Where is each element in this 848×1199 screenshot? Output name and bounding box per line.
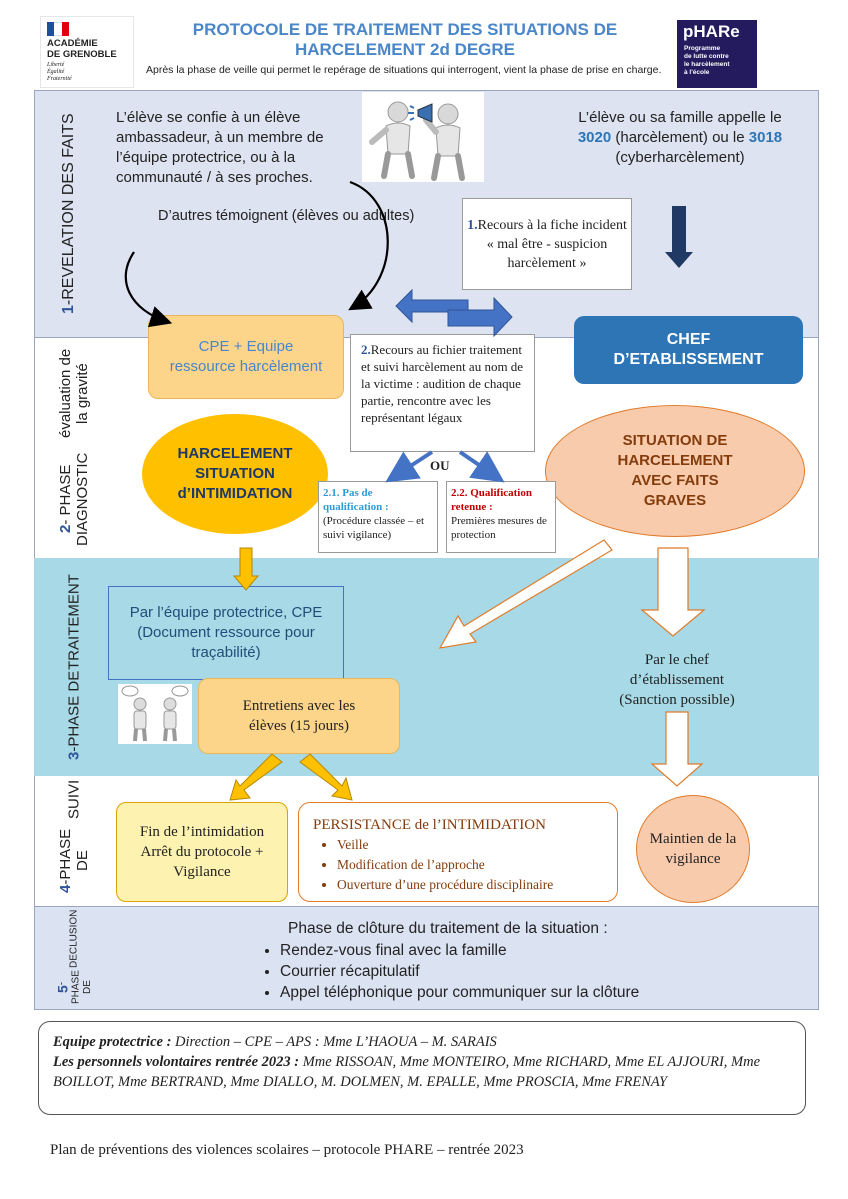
phase-2-sub: évaluation de la gravité <box>56 348 91 438</box>
fiche-text: Recours à la fiche incident « mal être -… <box>477 217 627 271</box>
phase-label-4: 4-PHASE DE SUIVI <box>48 780 100 902</box>
fiche-number: 1. <box>467 217 478 233</box>
cloture-item: Rendez-vous final avec la famille <box>280 940 796 961</box>
volontaires-label: Les personnels volontaires rentrée 2023 … <box>53 1054 300 1070</box>
persistance-item: Modification de l’approche <box>337 855 603 875</box>
phase-4-text: -PHASE DE <box>56 828 91 885</box>
harcelement-intimidation-oval: HARCELEMENT SITUATION d’INTIMIDATION <box>142 414 328 534</box>
phare-tag-4: à l'école <box>684 69 710 76</box>
persistance-box: PERSISTANCE de l’INTIMIDATION Veille Mod… <box>298 802 618 902</box>
cloture-item: Appel téléphonique pour communiquer sur … <box>280 982 796 1003</box>
number-3018: 3018 <box>748 129 783 146</box>
phase-5-text2: DECLUSION <box>68 910 80 969</box>
cpe-equipe-box: CPE + Equipe ressource harcèlement <box>148 315 344 399</box>
logo-academie: ACADÉMIE <box>47 38 98 49</box>
phase-5-number: 5 <box>54 984 71 993</box>
persistance-title: PERSISTANCE de l’INTIMIDATION <box>313 817 546 833</box>
logo-motto-1: Liberté <box>47 62 65 68</box>
q22-title: 2.2. Qualification retenue : <box>451 487 532 513</box>
situation-faits-graves-oval: SITUATION DE HARCELEMENT AVEC FAITS GRAV… <box>545 405 805 537</box>
fin-intimidation-text: Fin de l’intimidation Arrêt du protocole… <box>139 824 265 880</box>
witnesses-text: D’autres témoignent (élèves ou adultes) <box>158 208 415 224</box>
page-subtitle: Après la phase de veille qui permet le r… <box>146 64 662 76</box>
recours-number: 2. <box>361 342 371 357</box>
phase-label-2: 2- PHASE DIAGNOSTIC évaluation de la gra… <box>48 342 100 554</box>
band-cloture <box>34 906 819 1010</box>
page-footer: Plan de préventions des violences scolai… <box>50 1142 524 1158</box>
number-3020: 3020 <box>577 129 612 146</box>
page-title-line2: HARCELEMENT 2d DEGRE <box>294 40 516 59</box>
equipe-protectrice-box: Par l’équipe protectrice, CPE (Document … <box>108 586 344 680</box>
cloture-title: Phase de clôture du traitement de la sit… <box>288 920 608 937</box>
logo-grenoble: DE GRENOBLE <box>47 49 117 60</box>
equipe-value: Direction – CPE – APS : Mme L’HAOUA – M.… <box>171 1034 497 1050</box>
par-chef-text: Par le chef d’établissement (Sanction po… <box>619 652 735 708</box>
phase-3-text: -PHASE DE <box>65 670 83 752</box>
phare-logo: pHARe Programme de lutte contre le harcè… <box>677 20 757 88</box>
phare-tag-2: de lutte contre <box>684 53 729 60</box>
ou-label: OU <box>430 458 450 473</box>
page-title-line1: PROTOCOLE DE TRAITEMENT DES SITUATIONS D… <box>192 20 618 39</box>
family-calls-text: L’élève ou sa famille appelle le 3020 (h… <box>560 108 800 168</box>
equipe-label: Equipe protectrice : <box>53 1034 172 1050</box>
two-people-talking-illustration <box>118 684 192 744</box>
phase-3-text2: TRAITEMENT <box>65 574 83 671</box>
fin-intimidation-box: Fin de l’intimidation Arrêt du protocole… <box>116 802 288 902</box>
people-megaphone-illustration <box>362 92 484 182</box>
family-calls-b: (harcèlement) ou le <box>615 129 745 146</box>
cloture-list: Rendez-vous final avec la famille Courri… <box>256 940 796 1003</box>
q22-text: Premières mesures de protection <box>451 515 547 541</box>
phase-2-number: 2 <box>56 524 74 534</box>
phase-3-number: 3 <box>65 751 83 760</box>
recours-text: Recours au fichier traitement et suivi h… <box>361 342 524 425</box>
persistance-item: Ouverture d’une procédure disciplinaire <box>337 875 603 895</box>
phase-label-1: 1-REVELATION DES FAITS <box>52 94 86 334</box>
volontaires-value: Mme RISSOAN, Mme MONTEIRO, Mme RICHARD, … <box>53 1054 761 1090</box>
persistance-item: Veille <box>337 835 603 855</box>
logo-motto-2: Égalité <box>47 69 65 75</box>
phase-label-3: 3-PHASE DE TRAITEMENT <box>48 562 100 772</box>
entretiens-text: Entretiens avec les élèves (15 jours) <box>242 698 356 734</box>
cloture-block: Phase de clôture du traitement de la sit… <box>256 918 796 1003</box>
maintien-vigilance-circle: Maintien de la vigilance <box>636 795 750 903</box>
team-box: Equipe protectrice : Direction – CPE – A… <box>38 1021 806 1115</box>
phase-4-text2: SUIVI <box>65 780 83 820</box>
q21-title: 2.1. Pas de qualification : <box>323 487 389 513</box>
phase-label-5: 5-PHASE DE DECLUSION <box>50 910 98 1006</box>
situation-faits-graves-text: SITUATION DE HARCELEMENT AVEC FAITS GRAV… <box>617 432 733 509</box>
qualification-2-1-box: 2.1. Pas de qualification : (Procédure c… <box>318 481 438 553</box>
phare-tag-1: Programme <box>684 45 721 52</box>
logo-motto-3: Fraternité <box>47 76 72 82</box>
marianne-icon <box>47 22 69 36</box>
harcelement-intimidation-text: HARCELEMENT SITUATION d’INTIMIDATION <box>177 445 293 502</box>
family-calls-c: (cyberharcèlement) <box>615 149 745 166</box>
phase-1-text: -REVELATION DES FAITS <box>59 113 77 306</box>
qualification-2-2-box: 2.2. Qualification retenue : Premières m… <box>446 481 556 553</box>
persistance-list: Veille Modification de l’approche Ouvert… <box>313 835 603 895</box>
recours-fichier-box: 2.Recours au fichier traitement et suivi… <box>350 334 535 452</box>
fiche-incident-box: 1.Recours à la fiche incident « mal être… <box>462 198 632 290</box>
phare-brand: pHARe <box>683 22 740 41</box>
phare-tag-3: le harcèlement <box>684 61 730 68</box>
student-confides-text: L’élève se confie à un élève ambassadeur… <box>116 109 324 186</box>
chef-etablissement-text: CHEF D’ETABLISSEMENT <box>613 331 764 368</box>
q21-text: (Procédure classée – et suivi vigilance) <box>323 515 425 541</box>
academy-logo: ACADÉMIE DE GRENOBLE Liberté Égalité Fra… <box>40 16 134 88</box>
cpe-equipe-text: CPE + Equipe ressource harcèlement <box>169 338 323 375</box>
entretiens-box: Entretiens avec les élèves (15 jours) <box>198 678 400 754</box>
family-calls-a: L’élève ou sa famille appelle le <box>578 109 782 126</box>
chef-etablissement-box: CHEF D’ETABLISSEMENT <box>574 316 803 384</box>
maintien-vigilance-text: Maintien de la vigilance <box>649 831 737 867</box>
phase-4-number: 4 <box>56 884 74 893</box>
equipe-protectrice-text: Par l’équipe protectrice, CPE (Document … <box>129 604 323 661</box>
page-title: PROTOCOLE DE TRAITEMENT DES SITUATIONS D… <box>150 20 660 60</box>
phase-1-number: 1 <box>59 305 77 315</box>
cloture-item: Courrier récapitulatif <box>280 961 796 982</box>
